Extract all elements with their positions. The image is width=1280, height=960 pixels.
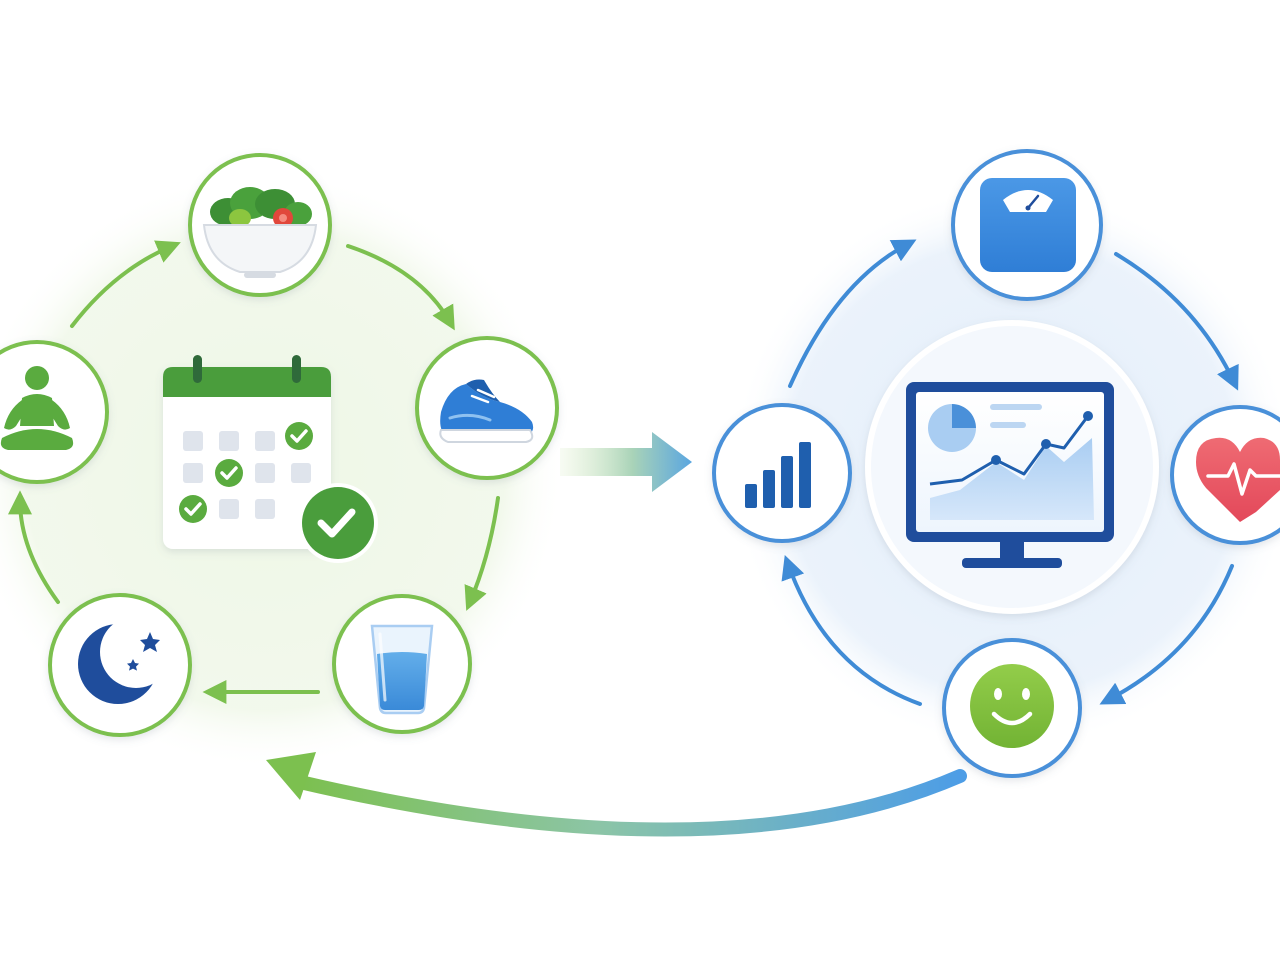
node-weight xyxy=(951,149,1103,301)
node-heart xyxy=(1170,405,1280,545)
meditation-icon xyxy=(0,366,74,450)
metrics-cycle-arrows xyxy=(781,239,1239,706)
calendar-checklist-icon xyxy=(163,355,378,563)
check-icon xyxy=(215,459,243,487)
metrics-cycle xyxy=(712,149,1280,778)
cycle-arrow-mood-to-progress xyxy=(781,554,922,706)
habits-cycle xyxy=(0,153,565,770)
node-exercise xyxy=(415,336,559,480)
smiley-face-icon xyxy=(970,664,1054,748)
cycle-arrow-meal-to-exercise xyxy=(346,244,455,331)
node-meal xyxy=(188,153,332,297)
cycle-arrow-heart-to-mood xyxy=(1099,564,1234,705)
running-shoe-icon xyxy=(439,379,534,443)
check-icon xyxy=(179,495,207,523)
flow-metrics-to-habits xyxy=(266,752,967,837)
node-sleep xyxy=(48,593,192,737)
return-arrow-head xyxy=(266,752,316,800)
node-mindfulness xyxy=(0,340,109,484)
cycle-arrow-exercise-to-water xyxy=(464,496,500,611)
moon-stars-icon xyxy=(78,616,172,704)
big-check-icon xyxy=(298,483,378,563)
weight-scale-icon xyxy=(980,178,1076,272)
node-progress xyxy=(712,403,852,543)
water-glass-icon xyxy=(370,624,434,715)
cycle-arrow-weight-to-heart xyxy=(1114,252,1239,391)
curved-return-arrow-icon xyxy=(293,769,967,837)
check-icon xyxy=(285,422,313,450)
node-hydration xyxy=(332,594,472,734)
heart-rate-icon xyxy=(1196,437,1280,522)
flow-habits-to-metrics xyxy=(560,432,692,492)
analytics-monitor-icon xyxy=(906,382,1114,568)
cycle-arrow-progress-to-weight xyxy=(788,239,917,388)
bar-chart-icon xyxy=(745,442,811,508)
node-mood xyxy=(942,638,1082,778)
analytics-monitor-hub xyxy=(865,320,1159,614)
cycle-arrow-mind-to-meal xyxy=(70,240,181,328)
cycle-arrow-sleep-to-mind xyxy=(8,490,60,604)
habits-cycle-arrows xyxy=(8,240,500,704)
arrow-right-icon xyxy=(560,432,692,492)
salad-bowl-icon xyxy=(202,187,318,278)
